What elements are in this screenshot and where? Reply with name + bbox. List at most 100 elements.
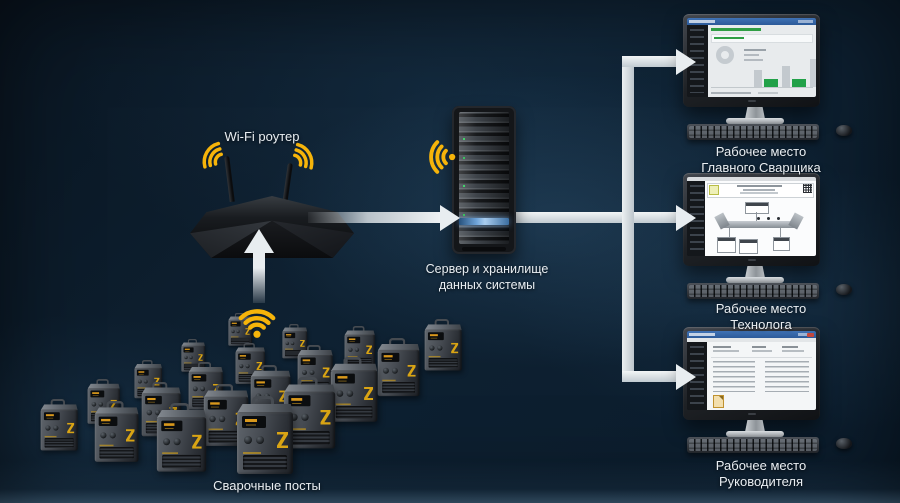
machine-display [43, 411, 60, 420]
machine-vents [208, 430, 244, 443]
machine-display [288, 394, 311, 406]
machine-top [282, 327, 308, 332]
machine-display [136, 369, 149, 376]
machine-knob [236, 330, 240, 334]
machine-logo [322, 367, 330, 378]
machine-knob [45, 424, 51, 431]
server-led-strip [459, 218, 509, 225]
machine-display [381, 352, 400, 362]
machine-logo [364, 387, 374, 401]
weld-point [777, 217, 780, 220]
machine-knob [200, 386, 206, 392]
machine-top [330, 363, 378, 372]
machine-front [228, 319, 252, 346]
machine-top [156, 410, 207, 419]
machine-logo [451, 342, 459, 353]
app-titlebar [687, 331, 816, 338]
machine-knob [346, 390, 354, 398]
connector-trunk-vertical [622, 56, 634, 382]
machine-knob [302, 370, 307, 376]
callout-box [745, 202, 769, 214]
router-label: Wi-Fi роутер [224, 129, 300, 144]
weld-point [767, 217, 770, 220]
machine-vents [99, 447, 134, 459]
machine-knob [100, 432, 107, 439]
machine-logo [192, 435, 202, 450]
welding-machine [235, 343, 265, 384]
mouse [836, 125, 852, 136]
machine-display [191, 374, 207, 382]
machine-display [161, 420, 183, 432]
machine-handle [434, 318, 450, 326]
close-button-icon [807, 332, 814, 337]
machine-vents [335, 406, 373, 419]
machine-logo [125, 429, 135, 442]
machine-vents [44, 437, 74, 448]
server-label: Сервер и хранилище данных системы [425, 262, 549, 292]
server-status-leds [463, 138, 465, 140]
monitor-stand [745, 266, 765, 278]
machine-handle [388, 337, 406, 347]
machine-knob [209, 415, 216, 423]
arrowhead-right-icon [676, 48, 696, 75]
app-titlebar [687, 18, 816, 25]
machine-top [40, 403, 78, 410]
part-drawing [723, 221, 795, 228]
machine-logo [277, 432, 288, 448]
keyboard [687, 437, 819, 453]
machine-logo [154, 377, 160, 386]
machine-knob [336, 390, 344, 398]
machine-vents [243, 455, 287, 470]
connector-server-to-workstations [505, 212, 676, 223]
machine-top [235, 347, 265, 352]
welding-machine [236, 396, 294, 474]
machine-display [254, 378, 272, 388]
machine-display [284, 332, 296, 338]
machine-knob [192, 386, 198, 392]
machine-vents [382, 381, 415, 394]
machine-knob [91, 402, 97, 407]
machine-handle [50, 398, 66, 406]
workstation-technologist-label: Рабочее место Технолога [715, 301, 807, 332]
monitor-stand [745, 420, 765, 432]
callout-box [773, 237, 790, 251]
monitor-chief-welder [683, 14, 820, 107]
monitor-stand [745, 107, 765, 119]
machine-top [424, 323, 462, 330]
machine-top [283, 383, 336, 393]
callout-box [739, 239, 758, 254]
qr-code-icon [803, 184, 812, 193]
machine-logo [407, 364, 416, 377]
machine-logo [366, 345, 373, 354]
weld-point [757, 217, 760, 220]
wifi-waves-left-icon [189, 131, 237, 181]
machine-top [141, 387, 181, 394]
machine-logo [300, 339, 305, 347]
machine-display [207, 399, 227, 410]
arrowhead-up-icon [244, 229, 274, 253]
machine-knob [109, 432, 116, 439]
machine-handle [170, 403, 190, 414]
connector-posts-to-router [253, 253, 265, 303]
app-sidebar [687, 342, 707, 410]
machine-knob [285, 341, 290, 345]
machine-top [344, 330, 375, 336]
welding-machine [283, 376, 336, 448]
machine-vents [230, 338, 250, 345]
app-sidebar [687, 181, 705, 256]
machine-handle [243, 343, 255, 349]
screen-reports-form [687, 331, 816, 410]
machine-display [230, 321, 241, 327]
workstation-chief-welder-label: Рабочее место Главного Сварщика [701, 144, 821, 175]
machine-top [87, 383, 120, 389]
welding-machine [330, 357, 378, 422]
machine-handle [352, 325, 365, 332]
monitor-manager [683, 327, 820, 420]
machine-front [40, 409, 78, 450]
machine-front [424, 329, 462, 370]
machine-top [237, 404, 293, 413]
machine-handle [197, 362, 212, 370]
machine-display [347, 336, 361, 344]
machine-handle [289, 323, 299, 329]
arrowhead-right-icon [676, 363, 696, 390]
